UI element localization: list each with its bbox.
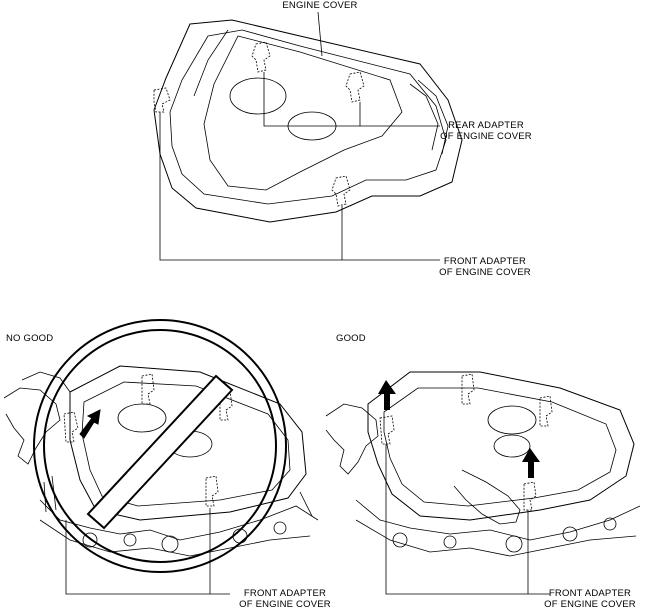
label-rear-adapter-line2: OF ENGINE COVER — [440, 131, 532, 142]
rear-adapter-pin-right — [345, 71, 365, 103]
label-no-good-front-adapter: FRONT ADAPTER OF ENGINE COVER — [232, 588, 338, 610]
label-good: GOOD — [336, 333, 366, 344]
lift-arrow-right — [522, 448, 540, 478]
cover-emblem-large — [229, 77, 287, 115]
label-good-front-adapter-line2: OF ENGINE COVER — [544, 599, 636, 610]
no-good-illustration — [3, 319, 319, 595]
label-good-front-adapter: FRONT ADAPTER OF ENGINE COVER — [537, 588, 643, 610]
engine-cover-leader — [317, 11, 323, 57]
lift-arrow-left — [378, 380, 396, 410]
label-good-front-adapter-line1: FRONT ADAPTER — [548, 588, 632, 599]
label-no-good-front-adapter-line1: FRONT ADAPTER — [243, 588, 327, 599]
label-front-adapter-line2: OF ENGINE COVER — [439, 267, 531, 278]
rear-adapter-pin-left — [251, 41, 271, 73]
label-engine-cover: ENGINE COVER — [282, 0, 358, 11]
front-adapter-leader — [159, 112, 440, 261]
good-illustration — [325, 371, 641, 595]
label-front-adapter-line1: FRONT ADAPTER — [443, 256, 527, 267]
engine-cover-outline — [153, 19, 463, 223]
label-no-good-front-adapter-line2: OF ENGINE COVER — [239, 599, 331, 610]
label-rear-adapter-line1: REAR ADAPTER — [448, 120, 524, 131]
front-adapter-pin-center — [331, 175, 351, 207]
front-adapter-pin-left — [153, 87, 171, 113]
label-rear-adapter: REAR ADAPTER OF ENGINE COVER — [436, 120, 536, 142]
label-no-good: NO GOOD — [6, 333, 54, 344]
rear-adapter-leader — [263, 72, 440, 127]
label-front-adapter: FRONT ADAPTER OF ENGINE COVER — [432, 256, 538, 278]
